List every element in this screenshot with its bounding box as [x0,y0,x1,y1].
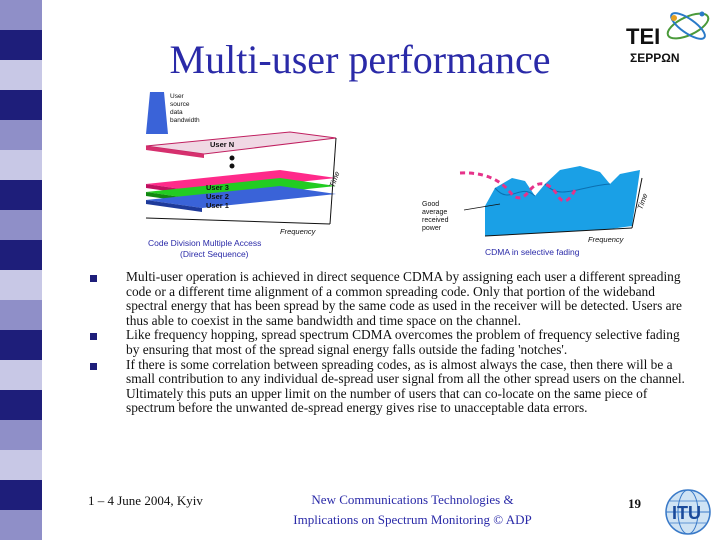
bullet-text: Multi-user operation is achieved in dire… [126,269,682,328]
user-1-layer [146,186,336,208]
user-3-label: User 3 [206,183,229,192]
user-1-layer-front [146,200,202,212]
orbit-swirl-icon [666,11,710,40]
footer-date: 1 – 4 June 2004, Kyiv [88,493,203,508]
user-2-label: User 2 [206,192,229,201]
slide-title: Multi-user performance [169,37,551,82]
bullet-item: Multi-user operation is achieved in dire… [86,269,686,328]
itu-logo-text: ITU [672,503,701,523]
legend-line-4: bandwidth [170,117,200,124]
cdma-figure: User source data bandwidth User N User 3… [145,92,650,259]
power-label-1: Good [422,201,439,208]
left-time-label: Time [327,170,341,189]
left-decorative-stripe [0,0,42,540]
bullet-item: If there is some correlation between spr… [86,356,686,416]
user-source-bandwidth-shape [146,92,168,134]
user-n-layer-side [146,146,204,158]
frequency-axis [145,217,331,225]
footer-center-line-2: Implications on Spectrum Monitoring © AD… [293,512,532,527]
bullet-marker [90,362,97,370]
ellipsis-dot [229,155,235,161]
bullet-list: Multi-user operation is achieved in dire… [86,269,686,416]
legend-line-1: User [170,93,185,100]
power-label-4: power [422,225,442,232]
power-label-3: received [422,217,449,224]
globe-icon [665,489,711,535]
legend-line-3: data [170,109,183,116]
left-frequency-label: Frequency [280,227,317,236]
bullet-marker [90,275,97,282]
bullet-item: Like frequency hopping, spread spectrum … [86,328,686,357]
right-frequency-label: Frequency [588,235,625,244]
tei-serron-logo: TEI ΣΕΡΡΩΝ [626,11,710,65]
bullet-text: If there is some correlation between spr… [126,356,685,416]
left-caption-line-2: (Direct Sequence) [180,249,249,259]
power-pointer [463,203,501,211]
bullet-marker [90,333,97,341]
power-label-2: average [422,209,447,216]
legend-line-2: source [170,101,190,108]
user-3-layer [146,170,336,192]
page-number: 19 [628,496,641,511]
footer-center-line-1: New Communications Technologies & [311,492,514,507]
right-caption: CDMA in selective fading [485,247,580,257]
user-2-layer [146,178,336,200]
right-time-label: Time [635,192,649,211]
time-axis [329,137,337,225]
itu-logo: ITU [665,489,711,535]
bullet-text: Like frequency hopping, spread spectrum … [126,327,680,357]
user-1-label: User 1 [206,201,229,210]
serron-logo-text: ΣΕΡΡΩΝ [630,51,680,65]
fading-spectrum-surface [485,166,640,236]
ellipsis-dot [229,163,235,169]
left-caption-line-1: Code Division Multiple Access [148,238,261,248]
user-n-label: User N [210,140,234,149]
tei-logo-text: TEI [626,24,660,49]
cdma-selective-fading-diagram: Good average received power Time Frequen… [422,166,650,257]
right-time-axis [631,177,643,229]
right-frequency-axis [484,227,633,237]
cdma-direct-sequence-diagram: User source data bandwidth User N User 3… [145,92,342,259]
footer-center: New Communications Technologies & Implic… [290,490,535,530]
